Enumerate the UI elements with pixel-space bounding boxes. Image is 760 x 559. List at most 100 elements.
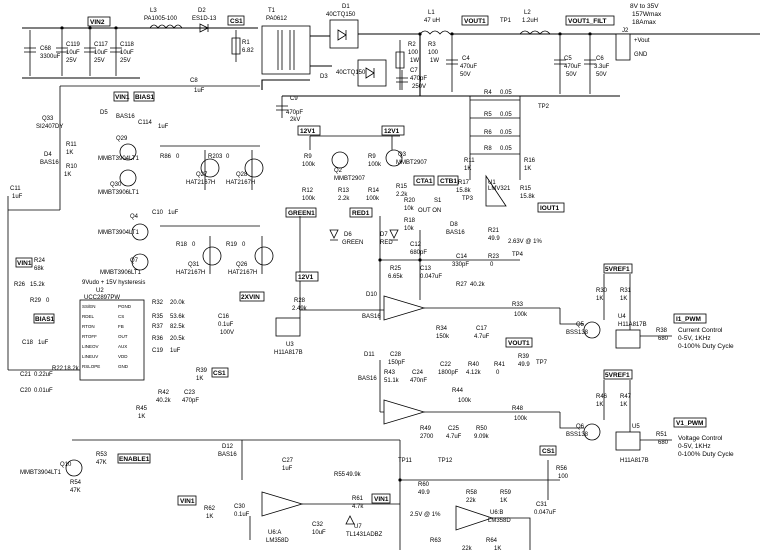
value-c24: 470nF [410,378,427,384]
label-r39: R39 [196,368,208,374]
label-c16: C16 [218,314,230,320]
label-u2: U2 [96,288,104,294]
value-d8: BAS16 [446,230,465,236]
label-d1: D1 [342,4,350,10]
label-c13: C13 [420,266,432,272]
label-r22: R22 [52,366,64,372]
value-r18: 0 [192,242,196,248]
label-r62: R62 [204,506,216,512]
value-q4: MMBT3904LT1 [98,230,140,236]
label-c17: C17 [476,326,488,332]
label-c27: C27 [282,458,294,464]
label-r36: R36 [152,336,164,342]
label-r6: R6 [484,130,492,136]
label-l1: L1 [428,10,435,16]
value-q7: MMBT3906LT1 [100,270,142,276]
label-c23: C23 [184,390,196,396]
net-iout1-box [537,202,565,213]
label-r1: R1 [242,40,250,46]
status-section: 12V1 12V1 R9 100k Q2 MMBT2907 R12 100k R… [285,125,542,320]
label-c119: C119 [66,42,81,48]
value-r49: 2700 [420,434,434,440]
label-c6: C6 [596,56,604,62]
value-q26: HAT2167H [228,270,257,276]
label-r38: R38 [656,328,668,334]
value-r46: 1K [596,402,603,408]
rating-c7: 250V [412,84,426,90]
label-r26: R26 [14,282,26,288]
label-r56: R56 [556,466,568,472]
controller-u2: U2 UCC2897PW 9Vudo + 15V hysteresis SS/E… [7,196,265,420]
value-q29: MMBT3904LT1 [98,156,140,162]
value-q10: MMBT3904LT1 [20,470,62,476]
pin-gnd: GND [634,52,648,58]
label-c21: C21 [20,372,32,378]
label-t1: T1 [268,8,276,14]
label-c18: C18 [22,340,34,346]
input-section: C68 3300uF C119 10uF 25V C117 10uF 25V C… [22,8,258,79]
value-r56: 100 [558,474,569,480]
value-c32: 10uF [312,530,326,536]
value-c14: 330pF [452,262,469,268]
value-q31: HAT2167H [176,270,205,276]
note-current-control-duty: 0-100% Duty Cycle [678,343,734,350]
value-c25: 4.7uF [446,434,462,440]
current-sense: R4 0.05 R5 0.05 R6 0.05 R8 0.05 R11 1K R… [456,90,565,213]
net-vin1-d-box [371,493,391,504]
value-c31: 0.047uF [534,510,556,516]
label-r54: R54 [70,480,82,486]
value-l3: PA1005-100 [144,16,178,22]
label-r27: R27 [456,282,468,288]
label-q33: Q33 [42,116,54,122]
label-r61: R61 [352,496,364,502]
u2-pin-label: RTON [82,324,95,329]
net-12v1-b: 12V1 [298,274,314,281]
net-ctb1: CTB1 [440,178,457,185]
u2-pin-label: RTOFF [82,334,97,339]
value-c6: 3.3uF [594,64,610,70]
label-q10: Q10 [60,462,72,468]
net-cs1-top: CS1 [230,18,243,25]
value-q33: SI2407DY [36,124,63,130]
net-vout1-mid-box [505,337,533,348]
value-r35: 53.6k [170,314,186,320]
value-r1: 6.82 [242,48,254,54]
value-r48: 100k [514,416,528,422]
label-r20: R20 [404,198,416,204]
net-green1-box [285,207,317,218]
net-i1-pwm-box [673,313,707,324]
u2-pin-label: RSLOPE [82,364,100,369]
note-ref-b: 2.5V @ 1% [410,512,441,518]
value-r43: 51.1k [384,378,400,384]
transformer-t1: T1 PA0612 [261,8,332,90]
note-voltage-control-freq: 0-5V, 1KHz [678,443,711,450]
rating-c6: 50V [596,72,607,78]
u2-pin-label: CS [118,314,124,319]
note-current-control-freq: 0-5V, 1KHz [678,335,711,342]
value-c117: 10uF [94,50,108,56]
label-q6: Q6 [576,424,585,430]
switch-label: S1 [434,198,442,204]
value-r34: 150k [436,334,450,340]
value-c28: 150pF [388,360,405,366]
value-r24: 68k [34,266,45,272]
value-r5: 0.05 [500,112,512,118]
value-r26: 15.2k [30,282,46,288]
value-r39: 1K [196,376,203,382]
label-r16: R16 [524,158,536,164]
value-r4: 0.05 [500,90,512,96]
value-r41: 0 [496,370,500,376]
value-c22: 1800pF [438,370,459,376]
label-r51: R51 [656,432,668,438]
label-d8: D8 [450,222,458,228]
label-d10: D10 [366,292,378,298]
value-r18b: 10k [404,226,415,232]
u2-pin-label: VDD [118,354,128,359]
net-2xvin-box [239,291,265,302]
net-vin1-c-box [177,495,197,506]
net-v1-pwm: V1_PWM [676,420,703,427]
net-red1: RED1 [352,210,370,217]
net-bias1-a: BIAS1 [135,94,155,101]
label-r50: R50 [476,426,488,432]
output-section: D1 40CTQ150 L1 47 uH VOUT1 TP1 L2 1.2uH … [276,3,760,123]
